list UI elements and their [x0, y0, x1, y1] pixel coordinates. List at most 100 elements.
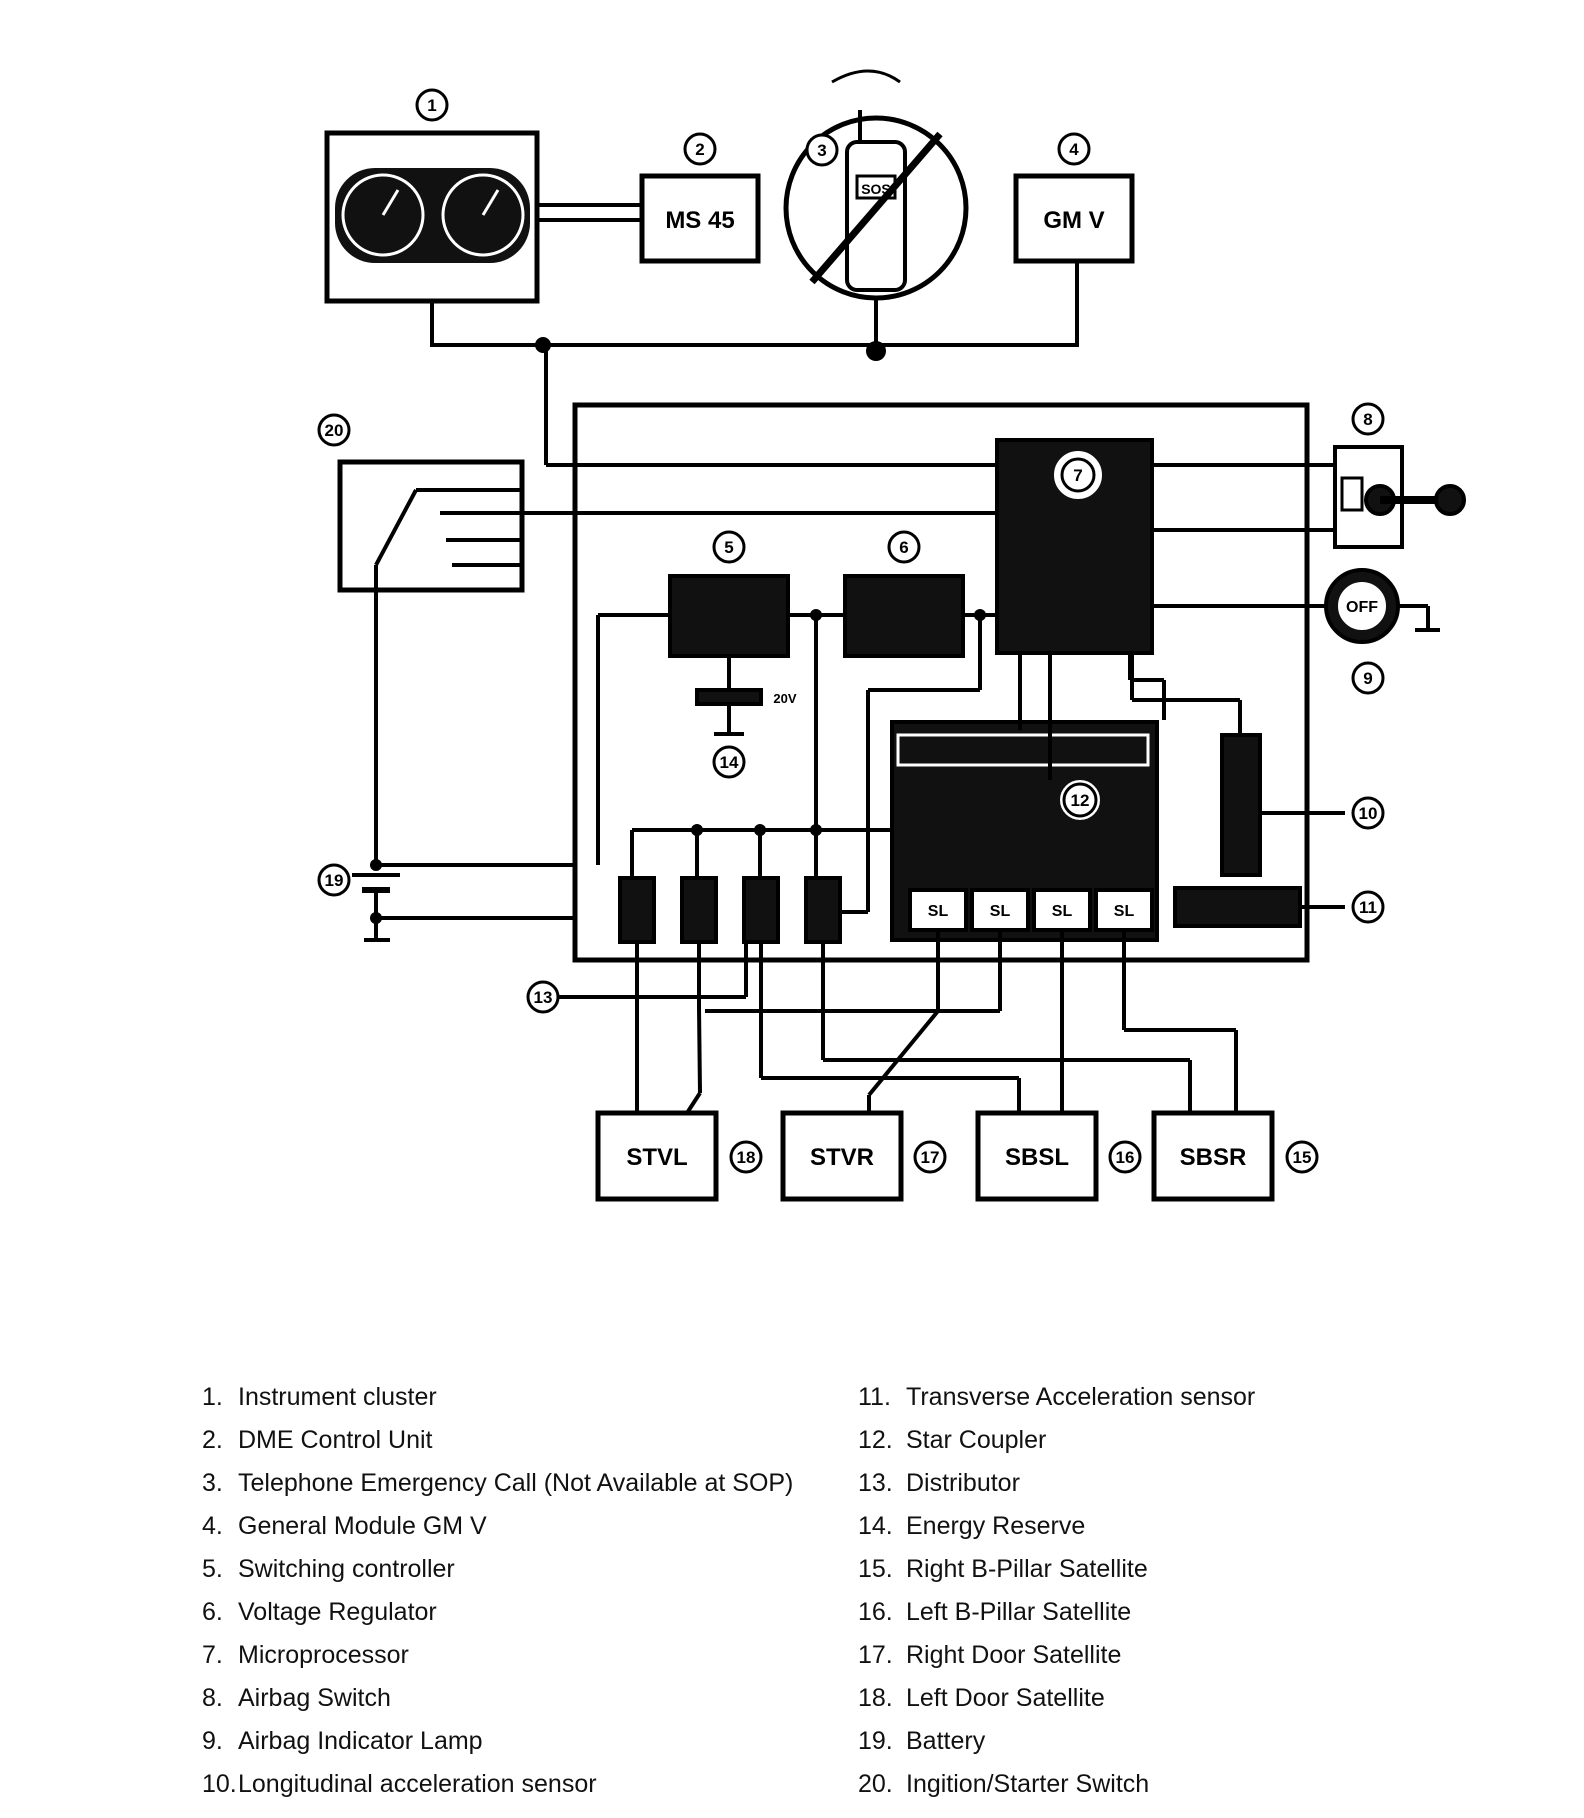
legend-item: 6.Voltage Regulator — [202, 1591, 793, 1634]
legend-number: 6. — [202, 1598, 223, 1626]
ignition-switch-box — [337, 459, 525, 593]
legend-number: 8. — [202, 1684, 223, 1712]
callout-9 — [1351, 661, 1385, 695]
callout-10 — [1351, 796, 1385, 830]
legend-number: 20. — [858, 1770, 893, 1798]
airbag-control-frame — [572, 402, 1310, 963]
sl-label-4: SL — [1114, 903, 1135, 920]
dme-box — [639, 173, 761, 264]
callout-14 — [712, 745, 746, 779]
sbsr-box — [1151, 1110, 1275, 1202]
callout-4 — [1057, 132, 1091, 166]
sbsl-box — [975, 1110, 1099, 1202]
legend-number: 9. — [202, 1727, 223, 1755]
legend-number: 12. — [858, 1426, 893, 1454]
legend-number: 13. — [858, 1469, 893, 1497]
callout-1 — [415, 88, 449, 122]
callout-16 — [1108, 1140, 1142, 1174]
callout-12 — [1062, 782, 1098, 818]
callout-11 — [1351, 890, 1385, 924]
sbsl-label: SBSL — [1005, 1144, 1069, 1171]
legend-text: Star Coupler — [906, 1426, 1047, 1454]
legend-text: General Module GM V — [238, 1512, 487, 1540]
wiring-diagram: MS 45 GM V SOS OFF 20V SL SL SL SL STVL … — [317, 69, 1466, 1202]
phone-icon — [845, 140, 907, 292]
legend-item: 13.Distributor — [858, 1462, 1255, 1505]
callout-1-text: 1 — [427, 96, 436, 115]
callout-8 — [1351, 402, 1385, 436]
legend-text: DME Control Unit — [238, 1426, 433, 1454]
sbsr-label: SBSR — [1180, 1144, 1247, 1171]
callout-10-text: 10 — [1359, 804, 1378, 823]
legend-item: 19.Battery — [858, 1720, 1255, 1763]
legend-number: 11. — [858, 1383, 891, 1411]
callout-4-text: 4 — [1069, 140, 1079, 159]
legend-text: Right B-Pillar Satellite — [906, 1555, 1148, 1583]
voltage-regulator-box — [843, 574, 965, 658]
legend-number: 14. — [858, 1512, 893, 1540]
callout-5-text: 5 — [724, 538, 733, 557]
callout-7 — [1060, 457, 1096, 493]
legend-text: Ingition/Starter Switch — [906, 1770, 1150, 1798]
stvl-label: STVL — [626, 1144, 687, 1171]
legend-item: 4. General Module GM V — [202, 1505, 793, 1548]
legend-item: 3.Telephone Emergency Call (Not Availabl… — [202, 1462, 793, 1505]
legend-number: 4. — [202, 1512, 223, 1540]
callout-6-text: 6 — [899, 538, 908, 557]
legend-text: Airbag Switch — [238, 1684, 391, 1712]
gauge-right-icon — [441, 173, 525, 257]
star-coupler-4 — [804, 876, 842, 944]
legend-item: 1. Instrument cluster — [202, 1376, 793, 1419]
phone-sos-label: SOS — [861, 181, 891, 197]
legend-item: 20. Ingition/Starter Switch — [858, 1763, 1255, 1806]
star-coupler-3 — [742, 876, 780, 944]
callout-7-text: 7 — [1073, 466, 1082, 485]
callout-19-text: 19 — [325, 871, 344, 890]
legend-text: Airbag Indicator Lamp — [238, 1727, 483, 1755]
stvr-label: STVR — [810, 1144, 874, 1171]
callout-5 — [712, 530, 746, 564]
legend-text: Transverse Acceleration sensor — [906, 1383, 1256, 1411]
legend-number: 5. — [202, 1555, 223, 1583]
legend-number: 19. — [858, 1727, 893, 1755]
legend-text: Energy Reserve — [906, 1512, 1086, 1540]
sl-label-1: SL — [928, 903, 949, 920]
legend-text: Longitudinal acceleration sensor — [238, 1770, 597, 1798]
legend-item: 9. Airbag Indicator Lamp — [202, 1720, 793, 1763]
airbag-lamp-label: OFF — [1346, 599, 1378, 616]
callout-18 — [729, 1140, 763, 1174]
legend-number: 1. — [202, 1383, 223, 1411]
callout-15-text: 15 — [1293, 1148, 1312, 1167]
callout-17-text: 17 — [921, 1148, 940, 1167]
stvl-box — [595, 1110, 719, 1202]
prohibition-slash — [809, 131, 943, 285]
callout-11-text: 11 — [1359, 898, 1377, 917]
legend-number: 7. — [202, 1641, 223, 1669]
instrument-cluster-display — [335, 168, 530, 263]
legend-item: 7.Microprocessor — [202, 1634, 793, 1677]
callout-18-text: 18 — [737, 1148, 756, 1167]
legend-text: Switching controller — [238, 1555, 455, 1583]
callout-6 — [887, 530, 921, 564]
legend-number: 2. — [202, 1426, 223, 1454]
sl-box-4 — [1094, 888, 1154, 932]
callout-12-text: 12 — [1071, 791, 1090, 810]
callout-14-text: 14 — [720, 753, 739, 772]
legend-text: Instrument cluster — [238, 1383, 437, 1411]
legend-item: 2. DME Control Unit — [202, 1419, 793, 1462]
legend-text: Left B-Pillar Satellite — [906, 1598, 1132, 1626]
legend-number: 10. — [202, 1770, 237, 1798]
legend-text: Telephone Emergency Call (Not Available … — [238, 1469, 794, 1497]
callout-13-text: 13 — [534, 988, 553, 1007]
legend-item: 16.Left B-Pillar Satellite — [858, 1591, 1255, 1634]
longitudinal-sensor — [1220, 733, 1262, 877]
sl-label-2: SL — [990, 903, 1011, 920]
callout-17 — [913, 1140, 947, 1174]
legend-item: 11. Transverse Acceleration sensor — [858, 1376, 1255, 1419]
star-coupler-2 — [680, 876, 718, 944]
callout-16-text: 16 — [1116, 1148, 1135, 1167]
switching-controller-box — [668, 574, 790, 658]
callout-2 — [683, 132, 717, 166]
legend-item: 5. Switching controller — [202, 1548, 793, 1591]
callout-8-text: 8 — [1363, 410, 1372, 429]
